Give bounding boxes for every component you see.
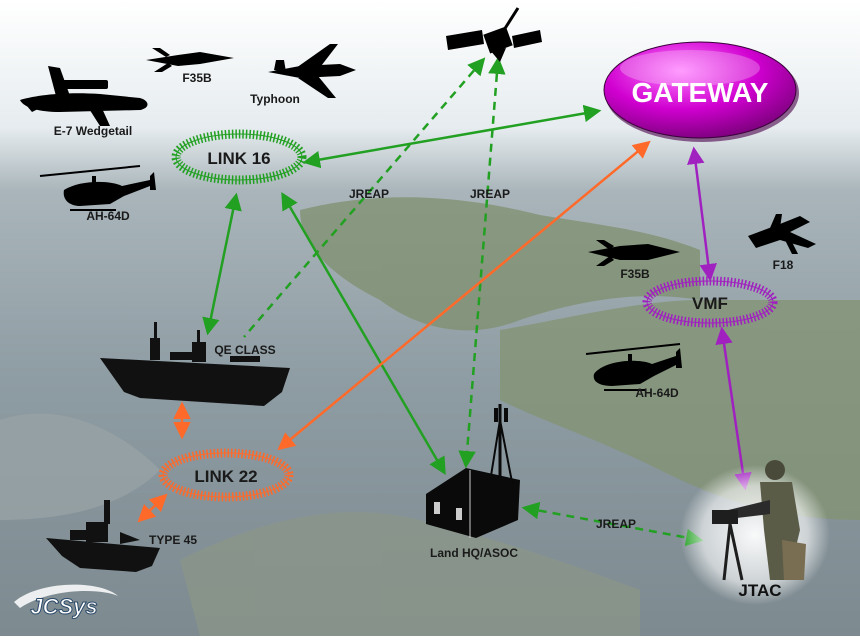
connector-link22-type45: [137, 493, 168, 523]
vmf-label: VMF: [692, 294, 728, 313]
jcsys-logo-text: JCSys: [30, 594, 97, 619]
f18-label: F18: [773, 258, 794, 272]
jreap-left-label: JREAP: [349, 187, 389, 201]
e7-label: E-7 Wedgetail: [54, 124, 132, 138]
f35b-right-label: F35B: [620, 267, 650, 281]
link22-node: LINK 22: [158, 448, 294, 502]
typhoon-icon: [268, 44, 356, 98]
ah64d-right-icon: [585, 343, 682, 391]
land-hq-label: Land HQ/ASOC: [430, 546, 518, 560]
typhoon-label: Typhoon: [250, 92, 300, 106]
satellite-icon: [446, 7, 542, 62]
f35b-top-icon: [146, 48, 234, 72]
connector-link16-qe: [202, 192, 242, 336]
e7-wedgetail-icon: [20, 66, 148, 126]
gateway-label: GATEWAY: [632, 77, 769, 108]
jreap-center-label: JREAP: [470, 187, 510, 201]
connector-jreap-landhq-jtac: [521, 501, 704, 547]
type45-label: TYPE 45: [149, 533, 197, 547]
ah64d-left-icon: [39, 165, 156, 211]
jtac-icon: [680, 460, 830, 605]
land-hq-icon: [426, 404, 520, 538]
link16-node: LINK 16: [171, 129, 307, 185]
jreap-bottom-label: JREAP: [596, 517, 636, 531]
vmf-node: VMF: [642, 276, 778, 328]
f18-icon: [748, 214, 816, 254]
link22-label: LINK 22: [194, 467, 257, 486]
f35b-top-label: F35B: [182, 71, 212, 85]
link16-label: LINK 16: [207, 149, 270, 168]
qe-class-icon: [100, 322, 290, 406]
type45-icon: [46, 500, 160, 572]
ah64d-right-label: AH-64D: [635, 386, 679, 400]
jtac-label: JTAC: [738, 581, 781, 600]
connector-link22-gateway: [277, 140, 651, 451]
qe-class-label: QE CLASS: [214, 343, 275, 357]
f35b-right-icon: [588, 240, 680, 266]
jcsys-logo: JCSys: [14, 584, 118, 620]
connector-vmf-jtac: [715, 326, 752, 491]
connector-gateway-vmf: [687, 146, 717, 282]
gateway-node: GATEWAY: [603, 41, 799, 142]
ah64d-left-label: AH-64D: [86, 209, 130, 223]
